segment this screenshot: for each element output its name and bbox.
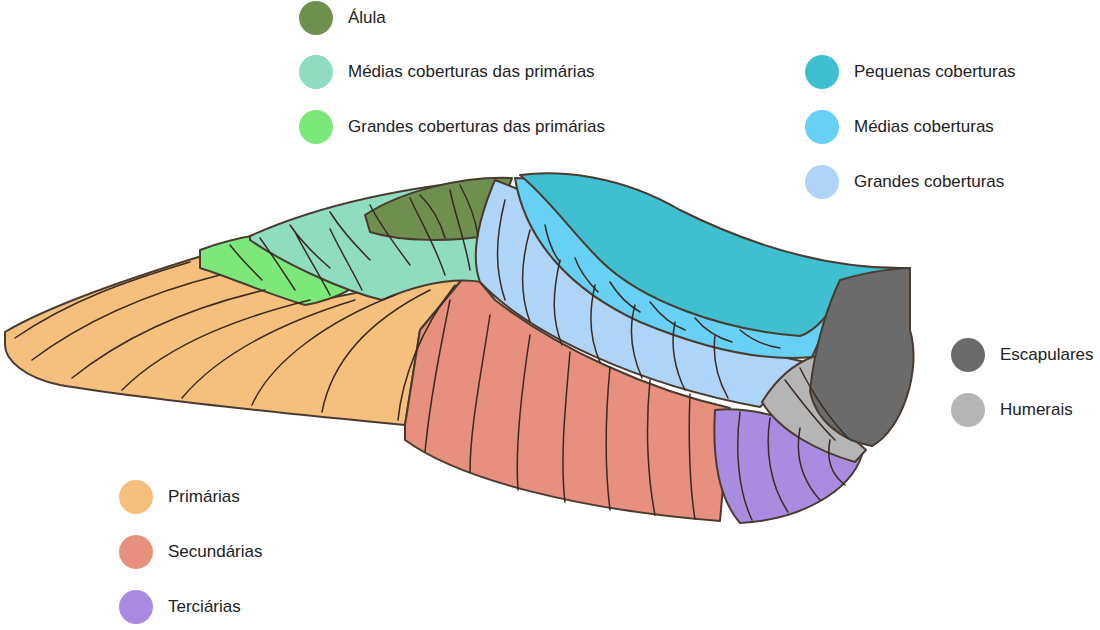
legend-item: Grandes coberturas das primárias (299, 110, 605, 144)
legend-item: Álula (299, 1, 386, 35)
legend-text: Escapulares (1000, 345, 1094, 365)
legend-item: Terciárias (119, 590, 241, 624)
humeral-feather-lines (785, 368, 848, 440)
legend-text: Secundárias (168, 542, 263, 562)
primary-covert-feather-lines (230, 190, 470, 295)
alula-feather-lines (420, 185, 478, 238)
legend-swatch (119, 590, 153, 624)
legend-item: Grandes coberturas (805, 165, 1004, 199)
tertial-feather-lines (738, 412, 845, 520)
legend-swatch (805, 110, 839, 144)
secondary-feather-lines (425, 300, 695, 519)
legend-swatch (299, 55, 333, 89)
legend-swatch (119, 480, 153, 514)
legend-item: Secundárias (119, 535, 263, 569)
legend-text: Médias coberturas (854, 117, 994, 137)
legend-text: Terciárias (168, 597, 241, 617)
legend-text: Grandes coberturas (854, 172, 1004, 192)
median-covert-feather-lines (545, 225, 780, 348)
legend-text: Humerais (1000, 400, 1073, 420)
legend-swatch (805, 55, 839, 89)
greater-covert-feather-lines (498, 200, 729, 398)
legend-item: Escapulares (951, 338, 1094, 372)
primary-feather-lines (15, 262, 455, 420)
legend-text: Primárias (168, 487, 240, 507)
legend-item: Humerais (951, 393, 1073, 427)
legend-swatch (805, 165, 839, 199)
legend-swatch (951, 393, 985, 427)
legend-swatch (951, 338, 985, 372)
scapulars-region (810, 268, 914, 446)
legend-text: Médias coberturas das primárias (348, 62, 595, 82)
legend-swatch (119, 535, 153, 569)
legend-text: Pequenas coberturas (854, 62, 1016, 82)
legend-item: Médias coberturas das primárias (299, 55, 595, 89)
legend-item: Médias coberturas (805, 110, 994, 144)
legend-swatch (299, 110, 333, 144)
legend-item: Pequenas coberturas (805, 55, 1016, 89)
legend-item: Primárias (119, 480, 240, 514)
legend-text: Grandes coberturas das primárias (348, 117, 605, 137)
legend-text: Álula (348, 8, 386, 28)
legend-swatch (299, 1, 333, 35)
